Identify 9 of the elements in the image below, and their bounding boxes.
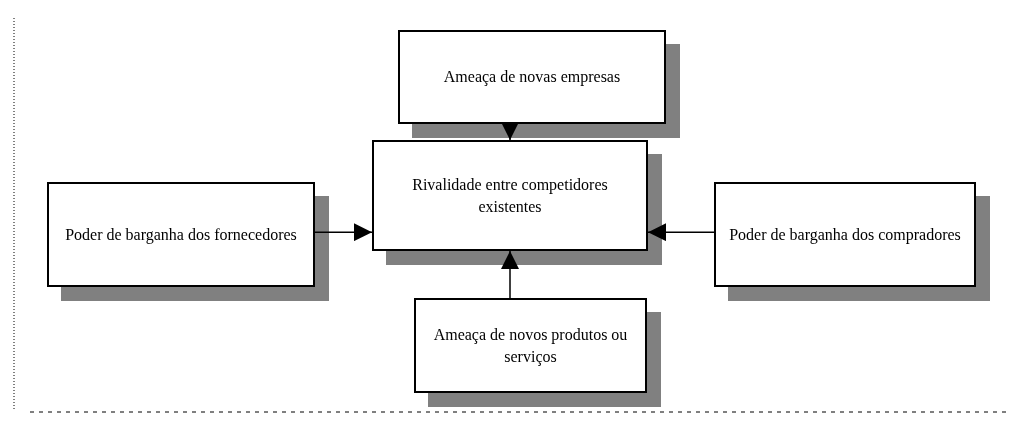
- box-label: Poder de barganha dos compradores: [728, 224, 962, 246]
- box-label: Ameaça de novos produtos ou serviços: [432, 324, 629, 368]
- box-label: Ameaça de novas empresas: [442, 67, 622, 88]
- box-label: Poder de barganha dos fornecedores: [64, 224, 298, 246]
- arrow: [501, 122, 519, 141]
- arrow: [647, 223, 715, 242]
- box-label: Rivalidade entre competidores existentes: [411, 174, 609, 217]
- arrow: [501, 250, 519, 299]
- arrow: [314, 223, 373, 242]
